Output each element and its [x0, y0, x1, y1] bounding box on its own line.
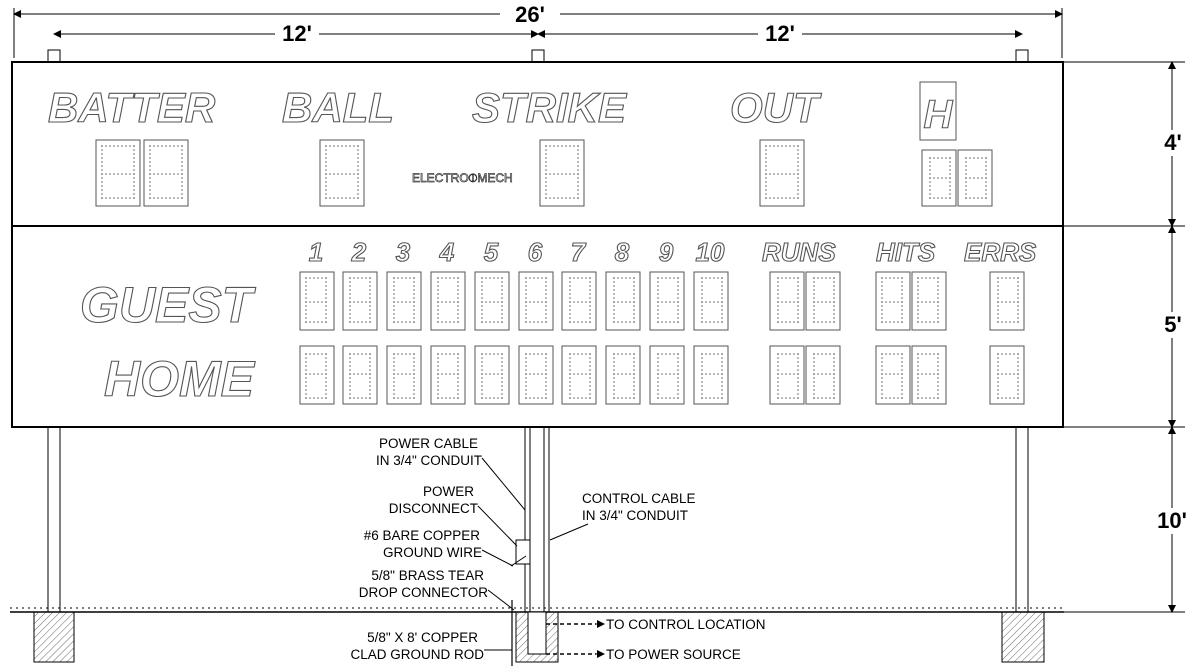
ground-rod-line1: 5/8" X 8' COPPER: [367, 630, 478, 645]
power-cable-line1: POWER CABLE: [379, 436, 478, 451]
ground-rod-line2: CLAD GROUND ROD: [350, 647, 484, 662]
home-errs-display: [989, 345, 1025, 405]
home-hits-ones: [911, 345, 947, 405]
support-poles: [47, 426, 1029, 613]
home-inning-7-display: [561, 345, 597, 405]
power-cable-line2: IN 3/4" CONDUIT: [376, 453, 482, 468]
overall-width-label: 26': [515, 2, 545, 27]
dimension-lines: 26' 12' 12' 4' 5' 10': [13, 2, 1194, 613]
middle-height-label: 5': [1164, 312, 1181, 337]
inning-4-label: 4: [439, 237, 455, 267]
ball-label: BALL: [282, 84, 394, 131]
errs-label: ERRS: [964, 237, 1037, 267]
top-height-label: 4': [1164, 130, 1181, 155]
control-cable-line1: CONTROL CABLE: [582, 491, 696, 506]
home-runs-ones: [805, 345, 841, 405]
batter-digit-tens: [95, 139, 141, 207]
guest-inning-7-display: [561, 271, 597, 331]
guest-inning-8-display: [605, 271, 641, 331]
guest-label: GUEST: [80, 277, 257, 333]
guest-inning-4-display: [430, 271, 466, 331]
guest-runs-tens: [769, 271, 805, 331]
callouts: POWER CABLE IN 3/4" CONDUIT POWER DISCON…: [350, 436, 765, 662]
home-hits-tens: [875, 345, 911, 405]
right-span-label: 12': [765, 21, 795, 46]
strike-digit: [539, 139, 585, 207]
error-digit: [957, 149, 993, 207]
guest-inning-6-display: [518, 271, 554, 331]
brand-logo: ELECTRO⦶MECH: [412, 171, 513, 185]
guest-runs-ones: [805, 271, 841, 331]
home-inning-1-display: [299, 345, 335, 405]
power-disconnect-line1: POWER: [423, 484, 474, 499]
digit-displays: [95, 139, 1025, 405]
home-runs-tens: [769, 345, 805, 405]
batter-digit-ones: [143, 139, 189, 207]
to-control-location: TO CONTROL LOCATION: [606, 617, 766, 632]
inning-8-label: 8: [615, 237, 630, 267]
inning-10-label: 10: [696, 237, 725, 267]
batter-label: BATTER: [48, 84, 216, 131]
out-digit: [759, 139, 805, 207]
guest-inning-2-display: [342, 271, 378, 331]
home-inning-2-display: [342, 345, 378, 405]
out-label: OUT: [730, 84, 822, 131]
guest-inning-1-display: [299, 271, 335, 331]
guest-inning-10-display: [693, 271, 729, 331]
home-inning-4-display: [430, 345, 466, 405]
e-indicator-display: [921, 149, 957, 207]
inning-6-label: 6: [528, 237, 543, 267]
guest-inning-3-display: [386, 271, 422, 331]
home-inning-9-display: [649, 345, 685, 405]
home-inning-10-display: [693, 345, 729, 405]
home-inning-5-display: [474, 345, 510, 405]
to-power-source: TO POWER SOURCE: [606, 647, 741, 662]
ball-digit: [319, 139, 365, 207]
tear-drop-line1: 5/8" BRASS TEAR: [371, 568, 484, 583]
inning-5-label: 5: [484, 237, 499, 267]
home-inning-6-display: [518, 345, 554, 405]
guest-hits-ones: [911, 271, 947, 331]
pole-height-label: 10': [1157, 508, 1187, 533]
tear-drop-line2: DROP CONNECTOR: [359, 585, 489, 600]
guest-inning-9-display: [649, 271, 685, 331]
left-span-label: 12': [282, 21, 312, 46]
inning-9-label: 9: [659, 237, 674, 267]
control-cable-line2: IN 3/4" CONDUIT: [582, 508, 688, 523]
home-label: HOME: [104, 351, 256, 407]
guest-inning-5-display: [474, 271, 510, 331]
inning-3-label: 3: [396, 237, 411, 267]
ground-level: [10, 600, 1064, 666]
power-disconnect-line2: DISCONNECT: [389, 501, 478, 516]
ground-wire-line1: #6 BARE COPPER: [364, 528, 481, 543]
guest-errs-display: [989, 271, 1025, 331]
top-section: BATTER BALL STRIKE OUT ELECTRO⦶MECH H: [47, 81, 957, 185]
ground-wire-line2: GROUND WIRE: [383, 545, 482, 560]
guest-hits-tens: [875, 271, 911, 331]
runs-label: RUNS: [762, 237, 836, 267]
h-indicator-label: H: [924, 93, 954, 137]
home-inning-3-display: [386, 345, 422, 405]
hits-label: HITS: [876, 237, 936, 267]
strike-label: STRIKE: [472, 84, 628, 131]
h-indicator: [919, 81, 957, 141]
inning-7-label: 7: [571, 237, 587, 267]
inning-1-label: 1: [309, 237, 323, 267]
inning-2-label: 2: [351, 237, 367, 267]
home-inning-8-display: [605, 345, 641, 405]
